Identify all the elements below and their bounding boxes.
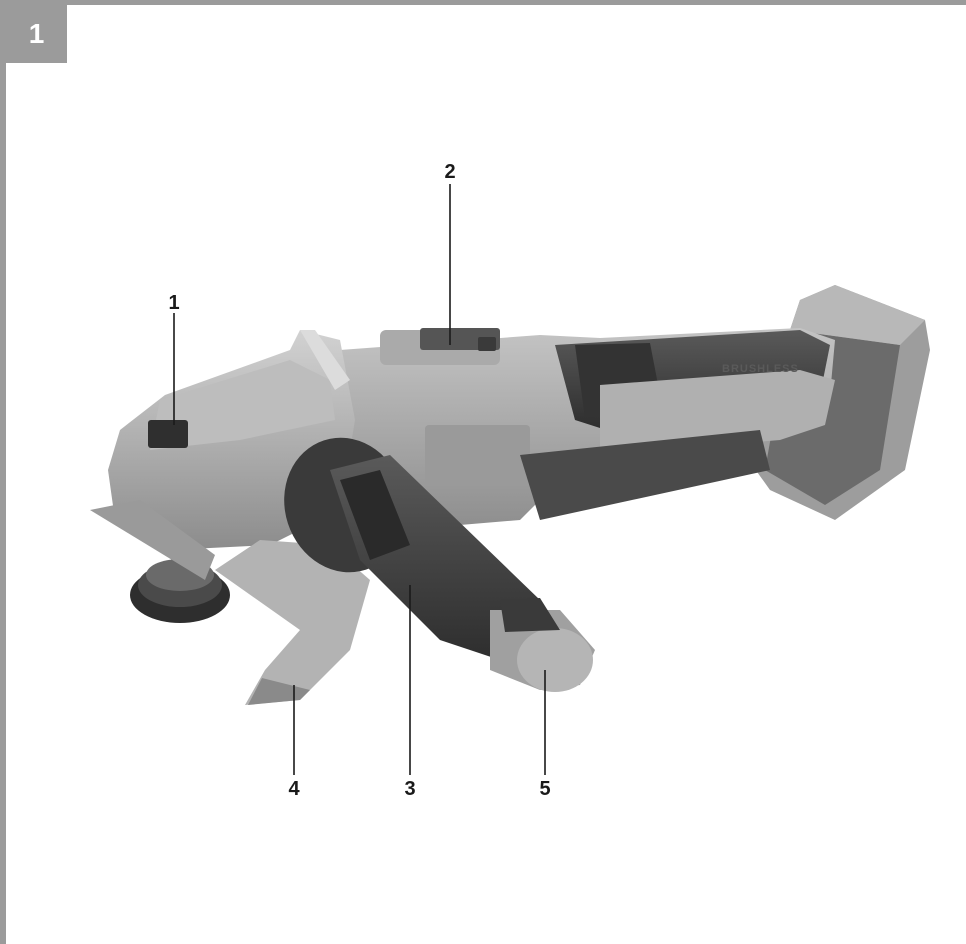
figure-number: 1 [28,18,45,49]
figure-frame-left [0,0,6,944]
on-off-switch [380,328,500,365]
auxiliary-handle [284,437,595,692]
motor-housing [340,328,835,525]
figure-number-tab: 1 [6,5,67,63]
figure-frame-top [0,0,966,5]
callout-label-4: 4 [288,778,300,800]
callout-label-2: 2 [444,161,456,183]
disc-flange [90,500,230,623]
callout-label-3: 3 [404,778,416,800]
callout-label-1: 1 [168,292,180,314]
brand-label: BRUSHLESS [722,363,799,375]
callout-label-5: 5 [539,778,551,800]
callout-lines [173,184,546,775]
